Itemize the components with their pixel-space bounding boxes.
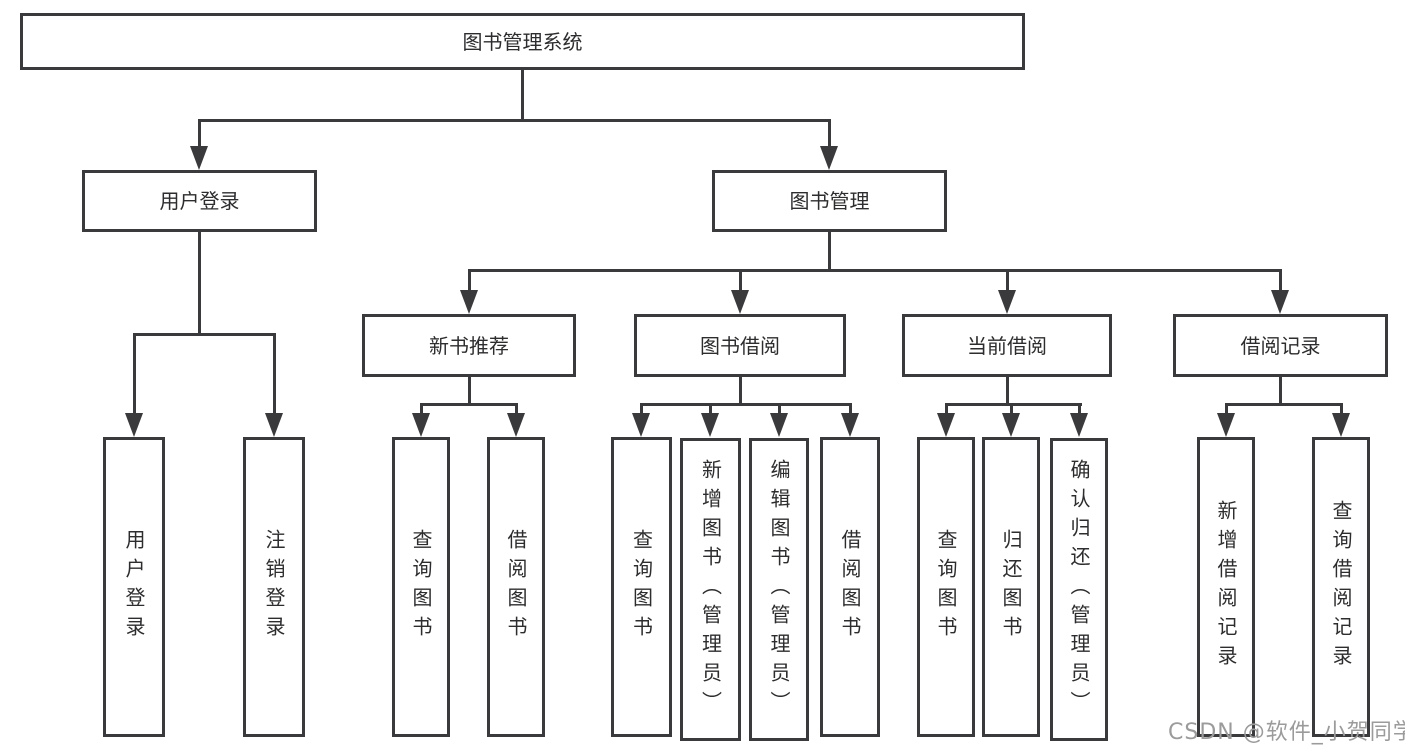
connector-mgmt-rail bbox=[468, 269, 1282, 272]
leaf-confirm-return-admin-label: 确认归还（管理员） bbox=[1067, 459, 1091, 720]
leaf-return-books: 归还图书 bbox=[982, 437, 1040, 737]
node-new-book-recommend-label: 新书推荐 bbox=[429, 333, 509, 358]
connector-c3-rail bbox=[1225, 403, 1343, 406]
arrowhead-icon bbox=[1070, 413, 1088, 437]
connector-drop-login bbox=[133, 333, 136, 415]
connector-c0-rail bbox=[420, 403, 517, 406]
leaf-borrow-books-label: 借阅图书 bbox=[838, 529, 862, 645]
connector-user-stem bbox=[198, 232, 201, 335]
connector-drop-user-login bbox=[198, 119, 201, 147]
csdn-watermark: CSDN @软件_小贺同学 bbox=[1168, 720, 1405, 745]
connector-c2-drop2 bbox=[1078, 403, 1081, 415]
arrowhead-icon bbox=[1002, 413, 1020, 437]
node-borrowing-records-label: 借阅记录 bbox=[1240, 333, 1321, 358]
arrowhead-icon bbox=[770, 413, 788, 437]
arrowhead-icon bbox=[998, 290, 1016, 314]
leaf-edit-books-admin-label: 编辑图书（管理员） bbox=[767, 459, 791, 720]
arrowhead-icon bbox=[507, 413, 525, 437]
connector-c2-drop0 bbox=[945, 403, 948, 415]
arrowhead-icon bbox=[937, 413, 955, 437]
node-borrowing-records: 借阅记录 bbox=[1173, 314, 1388, 377]
leaf-recommend-query-books: 查询图书 bbox=[392, 437, 450, 737]
leaf-add-borrow-record-label: 新增借阅记录 bbox=[1214, 500, 1238, 674]
connector-c3-drop0 bbox=[1225, 403, 1228, 415]
leaf-return-books-label: 归还图书 bbox=[999, 529, 1023, 645]
connector-drop-records bbox=[1279, 269, 1282, 292]
leaf-recommend-borrow-books: 借阅图书 bbox=[487, 437, 545, 737]
node-book-borrowing: 图书借阅 bbox=[634, 314, 846, 377]
node-user-login: 用户登录 bbox=[82, 170, 317, 232]
arrowhead-icon bbox=[412, 413, 430, 437]
arrowhead-icon bbox=[1271, 290, 1289, 314]
node-root: 图书管理系统 bbox=[20, 13, 1025, 70]
leaf-edit-books-admin: 编辑图书（管理员） bbox=[749, 438, 809, 741]
node-new-book-recommend: 新书推荐 bbox=[362, 314, 576, 377]
leaf-add-borrow-record: 新增借阅记录 bbox=[1197, 437, 1255, 737]
node-current-borrowing-label: 当前借阅 bbox=[967, 333, 1047, 358]
node-root-label: 图书管理系统 bbox=[462, 29, 583, 54]
connector-c1-drop1 bbox=[709, 403, 712, 415]
connector-c0-stem bbox=[468, 377, 471, 405]
leaf-borrow-books: 借阅图书 bbox=[820, 437, 880, 737]
arrowhead-icon bbox=[632, 413, 650, 437]
leaf-borrowing-query-books-label: 查询图书 bbox=[629, 529, 654, 645]
connector-mgmt-stem bbox=[828, 232, 831, 272]
connector-c3-drop1 bbox=[1340, 403, 1343, 415]
node-book-management: 图书管理 bbox=[712, 170, 947, 232]
arrowhead-icon bbox=[460, 290, 478, 314]
connector-user-rail bbox=[133, 333, 276, 336]
connector-level1-rail bbox=[198, 119, 831, 122]
connector-root-stem bbox=[521, 70, 524, 120]
connector-c2-rail bbox=[945, 403, 1082, 406]
connector-c1-drop2 bbox=[778, 403, 781, 415]
connector-c1-rail bbox=[640, 403, 852, 406]
connector-c3-stem bbox=[1279, 377, 1282, 405]
connector-drop-logout bbox=[273, 333, 276, 415]
connector-c0-drop1 bbox=[515, 403, 518, 415]
arrowhead-icon bbox=[190, 146, 208, 170]
connector-c0-drop0 bbox=[420, 403, 423, 415]
leaf-user-login: 用户登录 bbox=[103, 437, 165, 737]
node-book-borrowing-label: 图书借阅 bbox=[700, 333, 780, 358]
connector-c1-stem bbox=[739, 377, 742, 405]
arrowhead-icon bbox=[701, 413, 719, 437]
connector-c1-drop0 bbox=[640, 403, 643, 415]
node-book-management-label: 图书管理 bbox=[789, 189, 870, 213]
connector-c1-drop3 bbox=[849, 403, 852, 415]
leaf-confirm-return-admin: 确认归还（管理员） bbox=[1050, 438, 1108, 741]
connector-drop-borrowing bbox=[739, 269, 742, 292]
arrowhead-icon bbox=[1217, 413, 1235, 437]
leaf-logout-label: 注销登录 bbox=[262, 529, 286, 645]
leaf-recommend-query-books-label: 查询图书 bbox=[409, 529, 433, 645]
arrowhead-icon bbox=[1332, 413, 1350, 437]
leaf-user-login-label: 用户登录 bbox=[122, 529, 146, 645]
node-current-borrowing: 当前借阅 bbox=[902, 314, 1112, 377]
connector-drop-book-mgmt bbox=[828, 119, 831, 147]
leaf-add-books-admin-label: 新增图书（管理员） bbox=[698, 459, 723, 720]
leaf-current-query-books-label: 查询图书 bbox=[934, 529, 958, 645]
connector-drop-new-books bbox=[468, 269, 471, 292]
leaf-recommend-borrow-books-label: 借阅图书 bbox=[504, 529, 528, 645]
leaf-logout: 注销登录 bbox=[243, 437, 305, 737]
leaf-current-query-books: 查询图书 bbox=[917, 437, 975, 737]
node-user-login-label: 用户登录 bbox=[159, 189, 240, 213]
arrowhead-icon bbox=[265, 413, 283, 437]
arrowhead-icon bbox=[731, 290, 749, 314]
connector-c2-stem bbox=[1006, 377, 1009, 405]
arrowhead-icon bbox=[841, 413, 859, 437]
leaf-add-books-admin: 新增图书（管理员） bbox=[680, 438, 741, 741]
connector-c2-drop1 bbox=[1010, 403, 1013, 415]
leaf-query-borrow-record-label: 查询借阅记录 bbox=[1329, 500, 1353, 674]
leaf-borrowing-query-books: 查询图书 bbox=[611, 437, 672, 737]
connector-drop-current bbox=[1006, 269, 1009, 292]
arrowhead-icon bbox=[820, 146, 838, 170]
leaf-query-borrow-record: 查询借阅记录 bbox=[1312, 437, 1370, 737]
arrowhead-icon bbox=[125, 413, 143, 437]
